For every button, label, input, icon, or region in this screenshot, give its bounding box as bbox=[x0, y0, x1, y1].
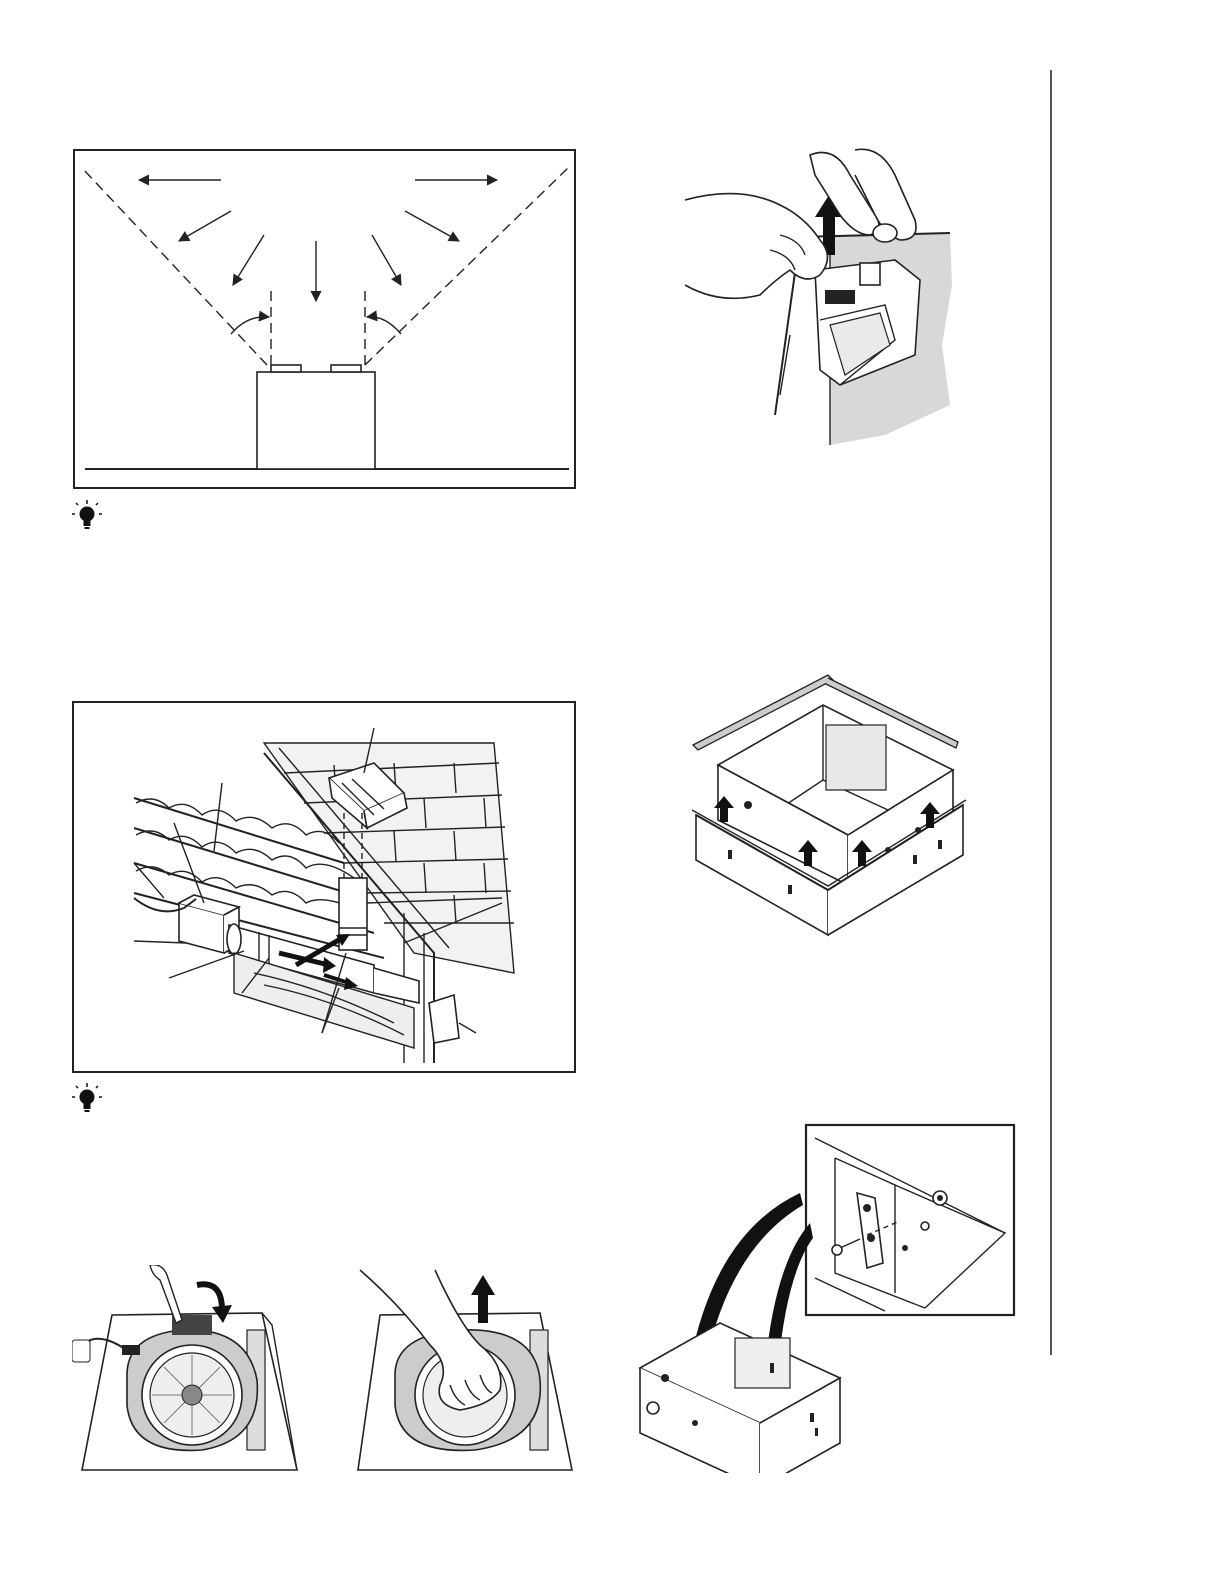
blower-wheel-removal bbox=[340, 1265, 580, 1475]
lightbulb-icon bbox=[72, 500, 102, 534]
attic-inline-installation bbox=[72, 701, 576, 1073]
lightbulb-icon bbox=[72, 1083, 102, 1117]
blower-wheel-release bbox=[72, 1265, 312, 1475]
housing-bracket-extension bbox=[688, 670, 978, 950]
motor-plug-removal bbox=[680, 145, 980, 445]
vent-clearance-diagram bbox=[73, 149, 576, 489]
housing-mounting-screw bbox=[635, 1123, 1020, 1473]
margin-rule bbox=[1050, 70, 1052, 1355]
